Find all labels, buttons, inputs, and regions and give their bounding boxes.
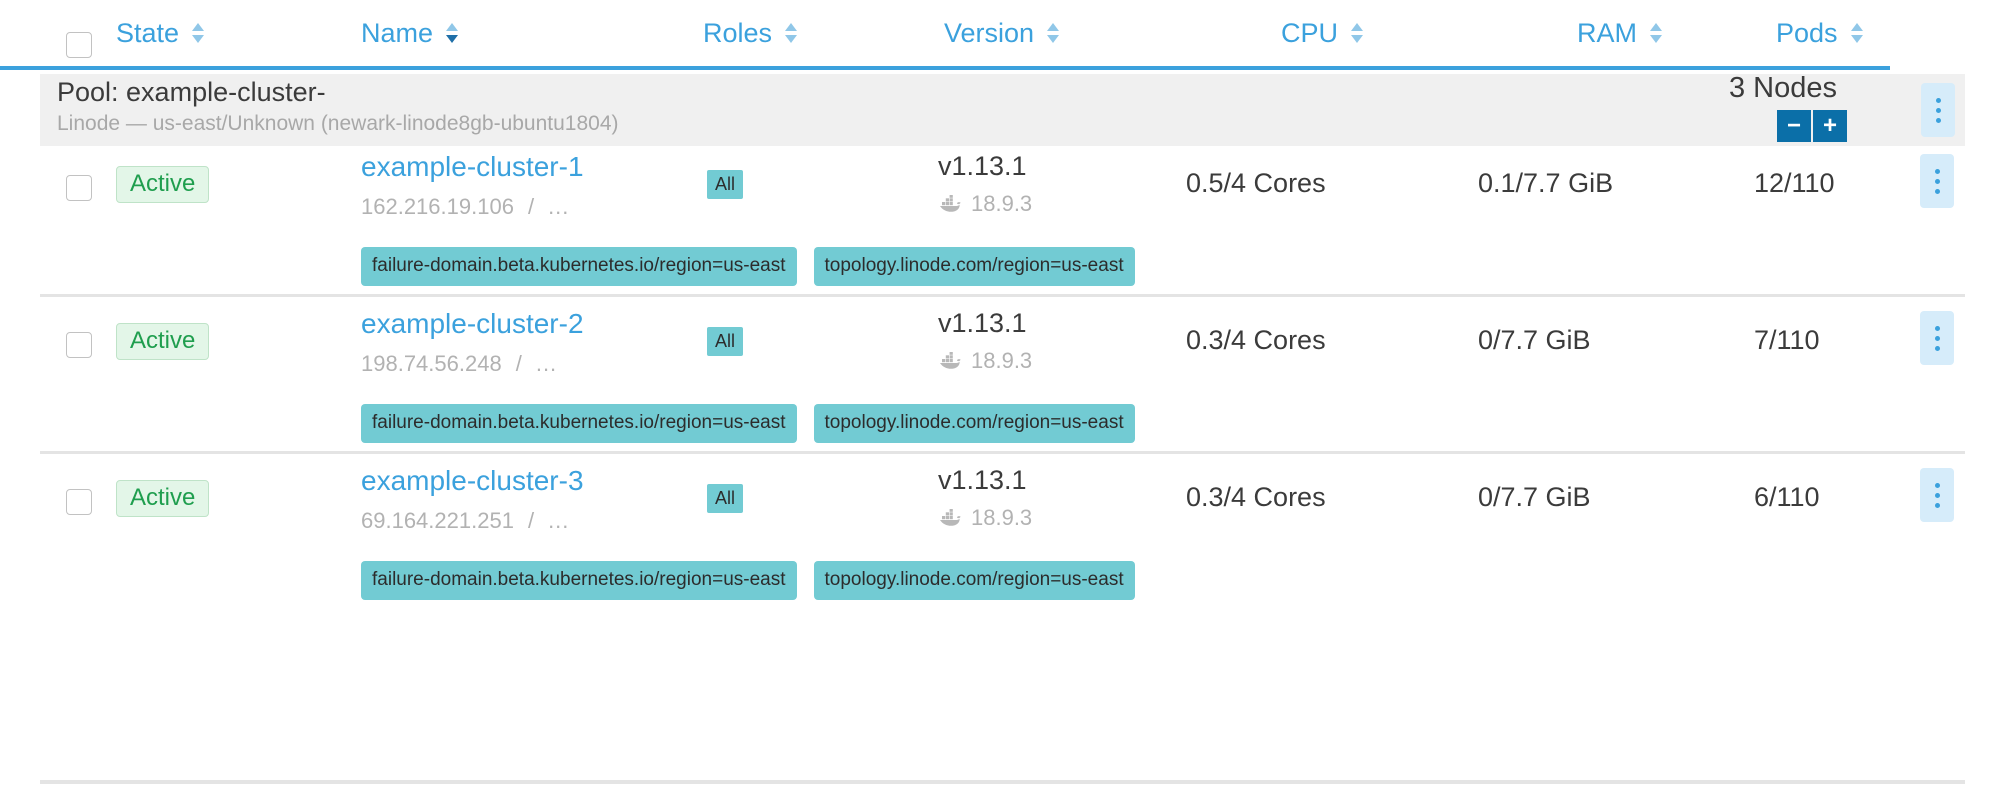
node-ram: 0.1/7.7 GiB — [1478, 168, 1614, 198]
node-pods: 7/110 — [1754, 325, 1820, 355]
column-header-roles[interactable]: Roles — [703, 0, 800, 66]
node-cpu: 0.5/4 Cores — [1186, 168, 1326, 198]
node-labels: failure-domain.beta.kubernetes.io/region… — [361, 561, 1135, 600]
column-header-name[interactable]: Name — [361, 0, 461, 66]
kebab-menu-icon — [1934, 492, 1940, 498]
increment-nodes-button[interactable]: + — [1813, 110, 1847, 142]
kebab-menu-icon — [1934, 482, 1940, 488]
kebab-menu-icon — [1935, 97, 1941, 103]
role-badge: All — [707, 484, 744, 513]
node-pods: 12/110 — [1754, 168, 1835, 198]
pool-title: Pool: example-cluster- — [57, 77, 326, 107]
row-action-menu-button[interactable] — [1920, 311, 1954, 365]
status-badge: Active — [116, 166, 210, 203]
node-ip-address: 162.216.19.106 /... — [361, 194, 569, 220]
kebab-menu-icon — [1934, 188, 1940, 194]
row-action-menu-button[interactable] — [1920, 154, 1954, 208]
sort-chevrons-icon — [443, 22, 461, 44]
row-checkbox[interactable] — [66, 175, 92, 201]
status-badge: Active — [116, 480, 210, 517]
column-header-version[interactable]: Version — [944, 0, 1062, 66]
pool-action-menu-button[interactable] — [1921, 83, 1955, 137]
docker-version-value: 18.9.3 — [971, 505, 1033, 530]
docker-whale-icon — [939, 509, 961, 526]
node-label-chip[interactable]: failure-domain.beta.kubernetes.io/region… — [361, 404, 797, 443]
node-ip-address: 198.74.56.248 /... — [361, 351, 557, 377]
sort-chevrons-icon — [189, 22, 207, 44]
ip-separator: / — [527, 194, 535, 219]
node-ram: 0/7.7 GiB — [1478, 325, 1591, 355]
role-badge: All — [707, 170, 744, 199]
node-pods: 6/110 — [1754, 482, 1820, 512]
column-header-state[interactable]: State — [116, 0, 207, 66]
docker-version-value: 18.9.3 — [971, 191, 1033, 216]
sort-chevrons-icon — [1044, 22, 1062, 44]
kebab-menu-icon — [1935, 107, 1941, 113]
column-header-pods[interactable]: Pods — [1776, 0, 1866, 66]
docker-version: 18.9.3 — [938, 191, 1032, 217]
node-name-link[interactable]: example-cluster-3 — [361, 465, 584, 496]
kebab-menu-icon — [1934, 168, 1940, 174]
kebab-menu-icon — [1934, 325, 1940, 331]
node-version: v1.13.1 — [938, 308, 1027, 338]
role-badge: All — [707, 327, 744, 356]
docker-version: 18.9.3 — [938, 505, 1032, 531]
kebab-menu-icon — [1935, 117, 1941, 123]
sort-chevrons-icon — [1647, 22, 1665, 44]
node-label-chip[interactable]: failure-domain.beta.kubernetes.io/region… — [361, 561, 797, 600]
node-cpu: 0.3/4 Cores — [1186, 482, 1326, 512]
node-ip-value: 198.74.56.248 — [361, 351, 502, 376]
node-name-link[interactable]: example-cluster-2 — [361, 308, 584, 339]
select-all-checkbox[interactable] — [66, 32, 92, 58]
pool-node-count: 3 Nodes — [1728, 72, 1837, 104]
node-version: v1.13.1 — [938, 465, 1027, 495]
column-header-cpu[interactable]: CPU — [1281, 0, 1366, 66]
node-ip-value: 69.164.221.251 — [361, 508, 514, 533]
table-bottom-divider — [40, 780, 1965, 784]
node-label-chip[interactable]: failure-domain.beta.kubernetes.io/region… — [361, 247, 797, 286]
node-version: v1.13.1 — [938, 151, 1027, 181]
status-badge: Active — [116, 323, 210, 360]
ip-separator: / — [515, 351, 522, 376]
pool-header-row: Pool: example-cluster- Linode — us-east/… — [40, 72, 1965, 146]
table-row: Active example-cluster-1 162.216.19.106 /… — [0, 146, 2000, 293]
table-row: Active example-cluster-3 69.164.221.251 /… — [0, 460, 2000, 607]
column-header-ram[interactable]: RAM — [1577, 0, 1665, 66]
node-label-chip[interactable]: topology.linode.com/region=us-east — [813, 561, 1135, 600]
table-header-row: State Name Roles Version — [0, 0, 1890, 70]
kebab-menu-icon — [1934, 345, 1940, 351]
node-ram: 0/7.7 GiB — [1478, 482, 1591, 512]
ip-more-indicator: ... — [548, 508, 570, 533]
pool-node-stepper: − + — [1777, 110, 1847, 142]
node-name-link[interactable]: example-cluster-1 — [361, 151, 584, 182]
node-ip-value: 162.216.19.106 — [361, 194, 514, 219]
node-ip-address: 69.164.221.251 /... — [361, 508, 569, 534]
docker-whale-icon — [939, 195, 961, 212]
ip-more-indicator: ... — [548, 194, 570, 219]
row-divider — [40, 294, 1965, 297]
ip-more-indicator: ... — [535, 351, 558, 376]
sort-chevrons-icon — [782, 22, 800, 44]
node-label-chip[interactable]: topology.linode.com/region=us-east — [813, 404, 1135, 443]
kebab-menu-icon — [1934, 178, 1940, 184]
docker-version-value: 18.9.3 — [971, 348, 1033, 373]
node-labels: failure-domain.beta.kubernetes.io/region… — [361, 404, 1135, 443]
node-label-chip[interactable]: topology.linode.com/region=us-east — [813, 247, 1135, 286]
node-labels: failure-domain.beta.kubernetes.io/region… — [361, 247, 1135, 286]
node-cpu: 0.3/4 Cores — [1186, 325, 1326, 355]
kebab-menu-icon — [1934, 335, 1940, 341]
docker-version: 18.9.3 — [938, 348, 1032, 374]
docker-whale-icon — [939, 352, 961, 369]
row-divider — [40, 451, 1965, 454]
sort-chevrons-icon — [1348, 22, 1366, 44]
row-checkbox[interactable] — [66, 489, 92, 515]
row-action-menu-button[interactable] — [1920, 468, 1954, 522]
table-row: Active example-cluster-2 198.74.56.248 /.… — [0, 303, 2000, 450]
decrement-nodes-button[interactable]: − — [1777, 110, 1811, 142]
pool-subtitle: Linode — us-east/Unknown (newark-linode8… — [57, 112, 619, 135]
row-checkbox[interactable] — [66, 332, 92, 358]
ip-separator: / — [527, 508, 535, 533]
kebab-menu-icon — [1934, 502, 1940, 508]
sort-chevrons-icon — [1848, 22, 1866, 44]
